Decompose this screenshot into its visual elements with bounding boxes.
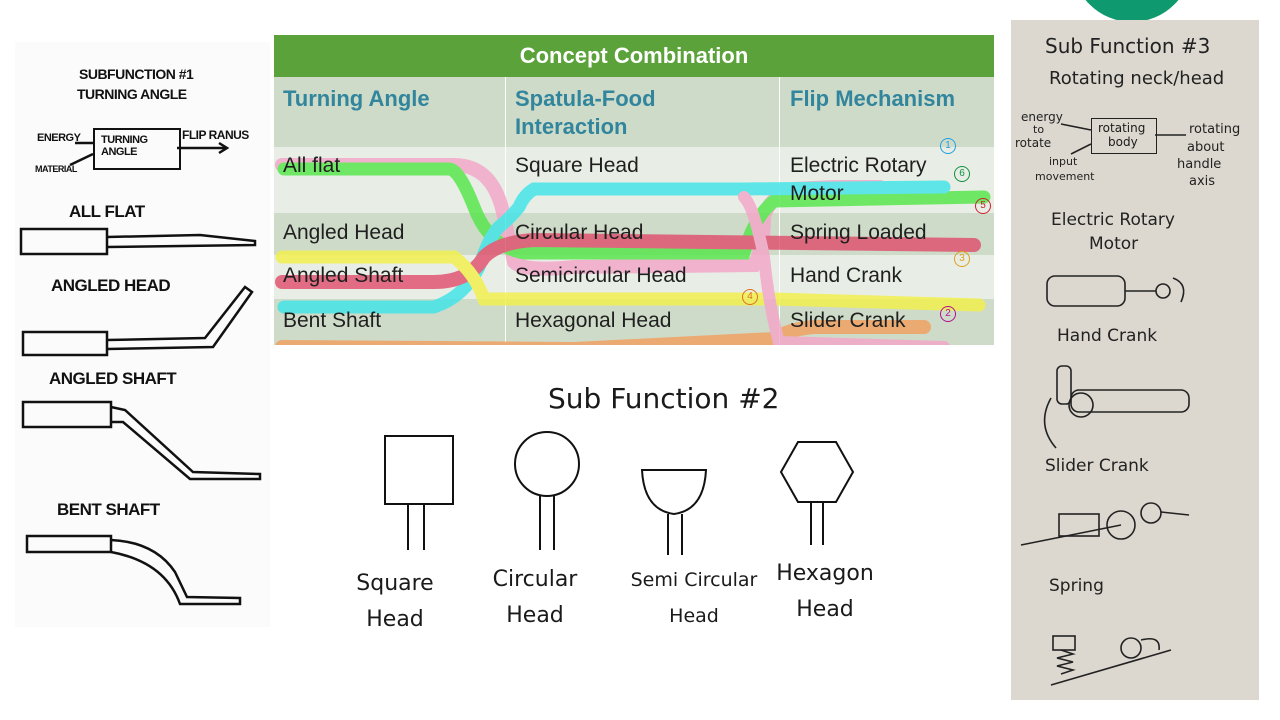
- sf2-label-hexagon: Hexagon Head: [770, 556, 880, 628]
- sf3-output-line1: rotating: [1189, 122, 1241, 137]
- sf3-sketch-label-spring: Spring: [1049, 576, 1104, 596]
- marker-1: 1: [940, 138, 956, 154]
- sf3-input-move-line2: movement: [1035, 170, 1095, 183]
- sf2-label-square-line2: Head: [366, 607, 424, 632]
- sf1-output-label: FLIP RANUS: [182, 128, 249, 142]
- sf3-title-line2: Rotating neck/head: [1049, 68, 1225, 89]
- sf2-label-hexagon-line2: Head: [796, 597, 854, 622]
- column-header-spatula-food: Spatula-Food Interaction: [515, 86, 656, 139]
- sf2-label-semicircular: Semi Circular Head: [624, 562, 764, 634]
- decorative-circle: [1072, 0, 1192, 22]
- sf2-shape-drawings: [384, 431, 855, 555]
- sf2-label-square: Square Head: [345, 566, 445, 638]
- subfunction-1-sketch-panel: SUBFUNCTION #1 TURNING ANGLE ENERGY MATE…: [15, 42, 270, 627]
- column-divider: [779, 77, 780, 345]
- cell-angled-shaft: Angled Shaft: [283, 264, 404, 287]
- sf3-sketch-drawings: [1020, 123, 1190, 686]
- sf1-sketch-label-angled-shaft: ANGLED SHAFT: [49, 369, 177, 388]
- sf3-sketch-label-slider-crank: Slider Crank: [1045, 456, 1149, 476]
- sf3-output-line2: about: [1187, 140, 1225, 155]
- sf1-sketch-drawings: [19, 141, 262, 606]
- sf3-title-line1: Sub Function #3: [1045, 34, 1211, 58]
- table-title: Concept Combination: [274, 35, 994, 77]
- cell-semicircular-head: Semicircular Head: [515, 264, 687, 287]
- column-header-flip-mechanism: Flip Mechanism: [790, 86, 956, 111]
- sf3-function-block: rotating body: [1091, 118, 1157, 154]
- sf3-sketch-label-electric: Electric Rotary: [1051, 210, 1175, 230]
- column-header-turning-angle: Turning Angle: [283, 86, 430, 111]
- cell-circular-head: Circular Head: [515, 221, 644, 244]
- marker-3: 3: [954, 251, 970, 267]
- sf1-input-material: MATERIAL: [35, 164, 77, 174]
- sf2-title: Sub Function #2: [548, 382, 780, 415]
- combination-highlight-paths: [275, 158, 991, 345]
- sf3-output-line3: handle: [1177, 157, 1222, 172]
- table-header-row: [274, 77, 994, 147]
- sf2-label-circular-line1: Circular: [492, 567, 578, 592]
- sf3-sketch-label-hand-crank: Hand Crank: [1057, 326, 1158, 346]
- cell-all-flat: All flat: [283, 154, 341, 177]
- sf3-block-line1: rotating: [1098, 121, 1146, 135]
- sf2-label-square-line1: Square: [356, 571, 434, 596]
- sf1-sketch-label-all-flat: ALL FLAT: [69, 202, 145, 221]
- sf2-label-semicircular-line2: Head: [669, 605, 719, 627]
- sf2-label-circular-line2: Head: [506, 603, 564, 628]
- cell-hexagonal-head: Hexagonal Head: [515, 309, 672, 332]
- sf2-label-hexagon-line1: Hexagon: [776, 561, 874, 586]
- sf3-sketch-label-motor: Motor: [1089, 234, 1139, 254]
- sf1-block-label-line2: ANGLE: [101, 146, 138, 158]
- marker-6: 6: [954, 166, 970, 182]
- cell-electric-rotary-motor: Electric Rotary Motor: [790, 154, 927, 205]
- cell-hand-crank: Hand Crank: [790, 264, 903, 287]
- concept-combination-table: Concept Combination Turning Angle Spatul…: [274, 35, 994, 345]
- sf1-block-label-line1: TURNING: [101, 134, 148, 146]
- sf1-input-energy: ENERGY: [37, 132, 81, 144]
- sf2-label-circular: Circular Head: [485, 562, 585, 634]
- cell-angled-head: Angled Head: [283, 221, 405, 244]
- sf3-input-line2: to: [1033, 123, 1045, 136]
- sf3-input-line3: rotate: [1015, 136, 1052, 150]
- marker-2: 2: [940, 306, 956, 322]
- marker-5: 5: [975, 198, 991, 214]
- cell-square-head: Square Head: [515, 154, 639, 177]
- sf1-sketch-label-angled-head: ANGLED HEAD: [51, 276, 171, 295]
- sf3-input-line1: energy: [1021, 110, 1063, 124]
- sf1-sketch-label-bent-shaft: BENT SHAFT: [57, 500, 160, 519]
- sf3-input-move-line1: input: [1049, 155, 1078, 168]
- sf3-block-line2: body: [1108, 135, 1138, 149]
- sf1-title-line1: SUBFUNCTION #1: [79, 66, 194, 82]
- sf1-title-line2: TURNING ANGLE: [77, 86, 187, 102]
- subfunction-3-sketch-panel: Sub Function #3 Rotating neck/head energ…: [1011, 20, 1259, 700]
- sf2-label-semicircular-line1: Semi Circular: [630, 569, 758, 591]
- sf3-output-line4: axis: [1189, 174, 1216, 189]
- cell-bent-shaft: Bent Shaft: [283, 309, 382, 332]
- cell-spring-loaded: Spring Loaded: [790, 221, 927, 244]
- cell-slider-crank: Slider Crank: [790, 309, 906, 332]
- marker-4: 4: [742, 289, 758, 305]
